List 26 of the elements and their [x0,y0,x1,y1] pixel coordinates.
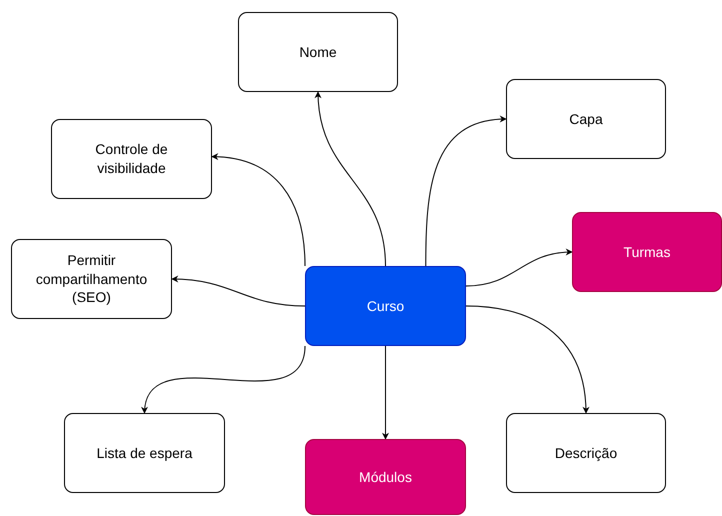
arrow [466,306,590,414]
topic-label: Módulos [359,468,412,486]
topic-label: Permitir compartilhamento (SEO) [34,250,148,308]
topic-box [238,12,398,92]
topic-label: Lista de espera [96,444,192,462]
topic-label: Capa [569,110,603,128]
topic-box [11,239,172,319]
topic-box [64,413,225,493]
arrow [314,91,386,266]
topic-label: Turmas [624,242,670,262]
topic-label: Curso [366,296,404,316]
topic-label: Descrição [554,444,618,462]
topic-box [506,413,666,493]
topic-label: Nome [299,42,337,62]
topic-box [305,266,466,346]
arrow [382,346,389,440]
topic-box [572,212,722,292]
topic-box [506,79,666,159]
arrow [142,346,306,414]
topic-box [51,119,212,199]
arrow [211,153,306,266]
arrow [466,248,573,286]
arrow [171,276,306,306]
topic-label: Controle de visibilidade [94,140,169,178]
arrow [425,116,507,266]
topic-box [305,439,466,515]
